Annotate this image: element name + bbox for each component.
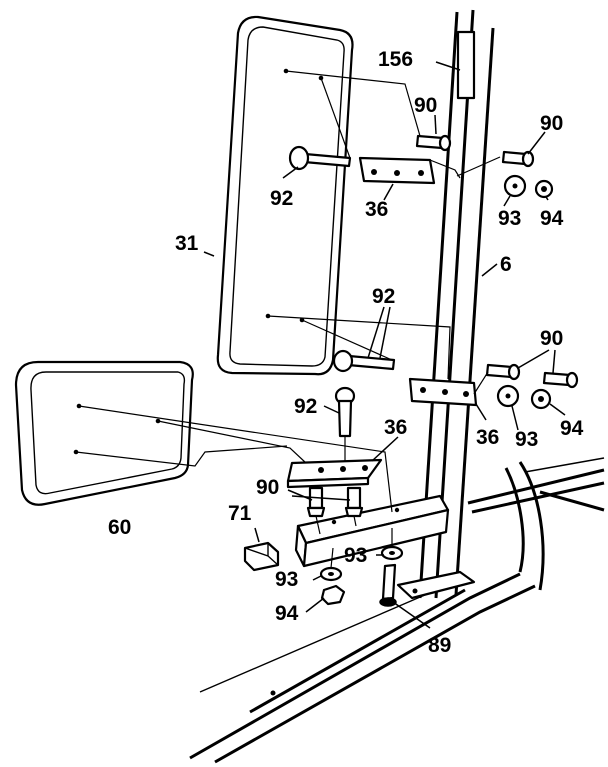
bolt-92-upper <box>288 145 352 171</box>
bolt-92-lower <box>334 386 356 438</box>
bolt-90-d <box>542 371 579 389</box>
nut-94-middle <box>530 388 552 410</box>
callout-93-d: 93 <box>275 568 298 591</box>
bolt-90-f <box>344 486 364 518</box>
callout-90-d: 90 <box>256 476 279 499</box>
bolt-89 <box>379 563 397 607</box>
callout-90-b: 90 <box>540 112 563 135</box>
callout-90-a: 90 <box>414 94 437 117</box>
callout-60: 60 <box>108 516 131 539</box>
leader-lines <box>203 61 566 629</box>
seat-support-tube <box>294 494 450 568</box>
washer-93-lower-right <box>380 545 404 561</box>
bracket-36-middle <box>408 377 478 407</box>
callout-31: 31 <box>175 232 199 255</box>
callout-6: 6 <box>500 253 512 276</box>
callout-36-c: 36 <box>476 426 499 449</box>
callout-36-a: 36 <box>365 198 388 221</box>
alignment-lines <box>75 70 501 569</box>
callout-89: 89 <box>428 634 451 657</box>
bolt-90-c <box>485 363 521 381</box>
washer-93-upper <box>503 174 527 198</box>
callout-71: 71 <box>228 502 252 525</box>
part-156-insert <box>456 30 476 100</box>
callout-labels: 156 90 90 92 36 93 94 31 6 92 90 92 36 3… <box>108 48 584 657</box>
end-cap-71 <box>243 541 280 572</box>
bolt-90-a <box>415 134 452 152</box>
pad-60 <box>14 360 194 506</box>
callout-92-a: 92 <box>270 187 293 210</box>
callout-92-c: 92 <box>294 395 317 418</box>
callout-94-a: 94 <box>540 207 564 230</box>
bolt-92-middle <box>332 349 396 373</box>
callout-94-b: 94 <box>560 417 584 440</box>
bolt-90-e <box>306 486 326 518</box>
callout-93-a: 93 <box>498 207 521 230</box>
bracket-36-lower <box>286 458 383 489</box>
washer-93-middle <box>496 384 520 408</box>
callout-90-c: 90 <box>540 327 563 350</box>
callout-93-c: 93 <box>344 544 367 567</box>
nut-94-upper <box>534 179 554 199</box>
callout-93-b: 93 <box>515 428 538 451</box>
bracket-36-upper <box>358 156 436 185</box>
washer-93-lower-left <box>319 566 343 582</box>
callout-36-b: 36 <box>384 416 407 439</box>
callout-94-c: 94 <box>275 602 299 625</box>
callout-92-b: 92 <box>372 285 395 308</box>
callout-156: 156 <box>378 48 413 71</box>
base-frame <box>189 457 605 764</box>
bolt-90-b <box>501 150 535 168</box>
nut-94-lower <box>320 584 346 606</box>
pad-31 <box>216 15 354 376</box>
